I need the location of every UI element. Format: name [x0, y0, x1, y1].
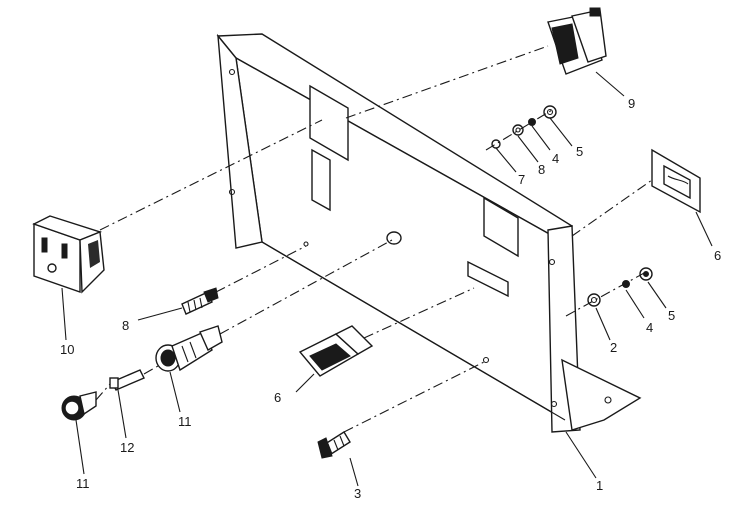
callout-8-lower: 8 [122, 318, 129, 333]
nut-5 [543, 105, 557, 119]
callout-6-gasket: 6 [714, 248, 721, 263]
fuse-cap [61, 391, 97, 421]
callout-leaders [61, 71, 713, 487]
callout-5-lower: 5 [668, 308, 675, 323]
callout-4-upper: 4 [552, 151, 559, 166]
callout-10: 10 [60, 342, 74, 357]
callout-11-cap: 11 [76, 476, 90, 491]
callout-5-upper: 5 [576, 144, 583, 159]
control-panel [216, 33, 642, 433]
callout-2: 2 [610, 340, 617, 355]
rocker-switch [547, 7, 607, 75]
washer-2 [587, 293, 601, 307]
callout-3: 3 [354, 486, 361, 501]
receptacle [32, 215, 105, 294]
screw-3 [317, 431, 351, 459]
callout-4-lower: 4 [646, 320, 653, 335]
nut-8 [512, 124, 524, 136]
callout-11-holder: 11 [178, 414, 192, 429]
rectangular-gasket [651, 148, 701, 214]
callout-9: 9 [628, 96, 635, 111]
fuse [109, 369, 145, 391]
fuse-holder [155, 325, 223, 372]
assembly-guide-lines [95, 45, 653, 433]
multi-pin-connector [298, 325, 374, 377]
screw-8 [181, 287, 219, 315]
callout-8-upper: 8 [538, 162, 545, 177]
callout-labels: 9 7 8 4 5 6 10 8 11 12 11 6 3 1 2 4 5 [60, 96, 721, 501]
callout-7: 7 [518, 172, 525, 187]
washer-4 [528, 118, 536, 126]
callout-1: 1 [596, 478, 603, 493]
callout-6-connector: 6 [274, 390, 281, 405]
callout-12: 12 [120, 440, 134, 455]
washer-7 [491, 139, 501, 149]
washer-4-lower [622, 280, 630, 288]
